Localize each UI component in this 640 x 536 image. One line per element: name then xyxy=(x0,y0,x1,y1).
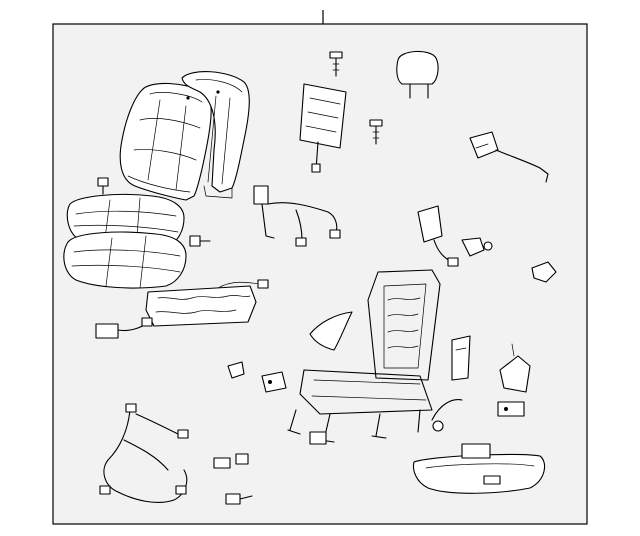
center-bolt xyxy=(189,235,211,247)
recliner-cable-bracket xyxy=(469,131,549,183)
front-airbag-sensor xyxy=(461,237,493,257)
slide-cover xyxy=(412,443,546,494)
motor-bracket-right xyxy=(499,343,531,393)
cushion-bottom-pad xyxy=(63,231,187,289)
seat-back-cushion xyxy=(119,82,212,201)
motor-bracket-left xyxy=(451,335,471,381)
wire-harness xyxy=(99,403,189,503)
lumbar-switch xyxy=(227,361,245,379)
side-bolt xyxy=(97,177,109,195)
cushion-heater-mat xyxy=(145,279,269,327)
back-heater-panel xyxy=(299,83,347,173)
connector-2 xyxy=(225,493,253,505)
recliner-shield xyxy=(309,311,353,351)
guide-pin-1 xyxy=(329,51,343,77)
seat-back-frame-cover xyxy=(181,71,250,199)
side-clip xyxy=(531,261,557,283)
knob-cover xyxy=(431,399,463,432)
connector-1 xyxy=(213,453,249,469)
buckle-with-harness xyxy=(253,185,341,247)
guide-pin-2 xyxy=(369,119,383,145)
track-switch xyxy=(261,371,287,393)
seat-frame-assembly xyxy=(287,269,441,443)
heater-connector xyxy=(95,317,153,339)
power-seat-switch xyxy=(497,401,525,417)
headrest xyxy=(396,50,439,99)
airbag-module xyxy=(417,205,459,267)
connector-3 xyxy=(309,431,327,445)
